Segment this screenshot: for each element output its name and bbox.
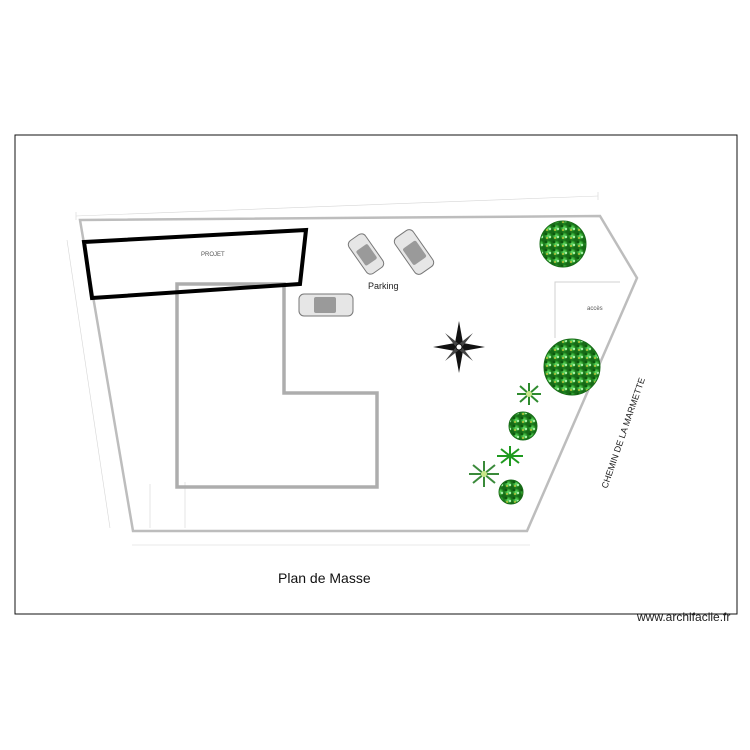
acces-label: accès	[587, 306, 603, 312]
projet-label: PROJET	[201, 252, 225, 258]
footer-credit[interactable]: www.archifacile.fr	[637, 610, 731, 624]
acces-zone	[554, 281, 620, 338]
car-icon	[347, 233, 385, 275]
palm-icon	[497, 446, 523, 466]
drawing-frame	[14, 134, 738, 615]
shrub-icon	[498, 479, 524, 505]
parking-label: Parking	[368, 281, 399, 291]
tree-icon	[539, 220, 587, 268]
compass-rose-icon	[433, 321, 485, 373]
plan-title: Plan de Masse	[278, 570, 371, 586]
tree-icon	[543, 338, 601, 396]
car-icon	[393, 229, 435, 275]
car-icon	[298, 293, 354, 317]
dimension-lines	[66, 192, 620, 546]
shrub-icon	[517, 383, 541, 405]
plot-boundary	[78, 214, 639, 533]
shrub-icon	[508, 411, 538, 441]
shrub-icon	[469, 461, 499, 487]
projet-extension	[81, 227, 309, 301]
